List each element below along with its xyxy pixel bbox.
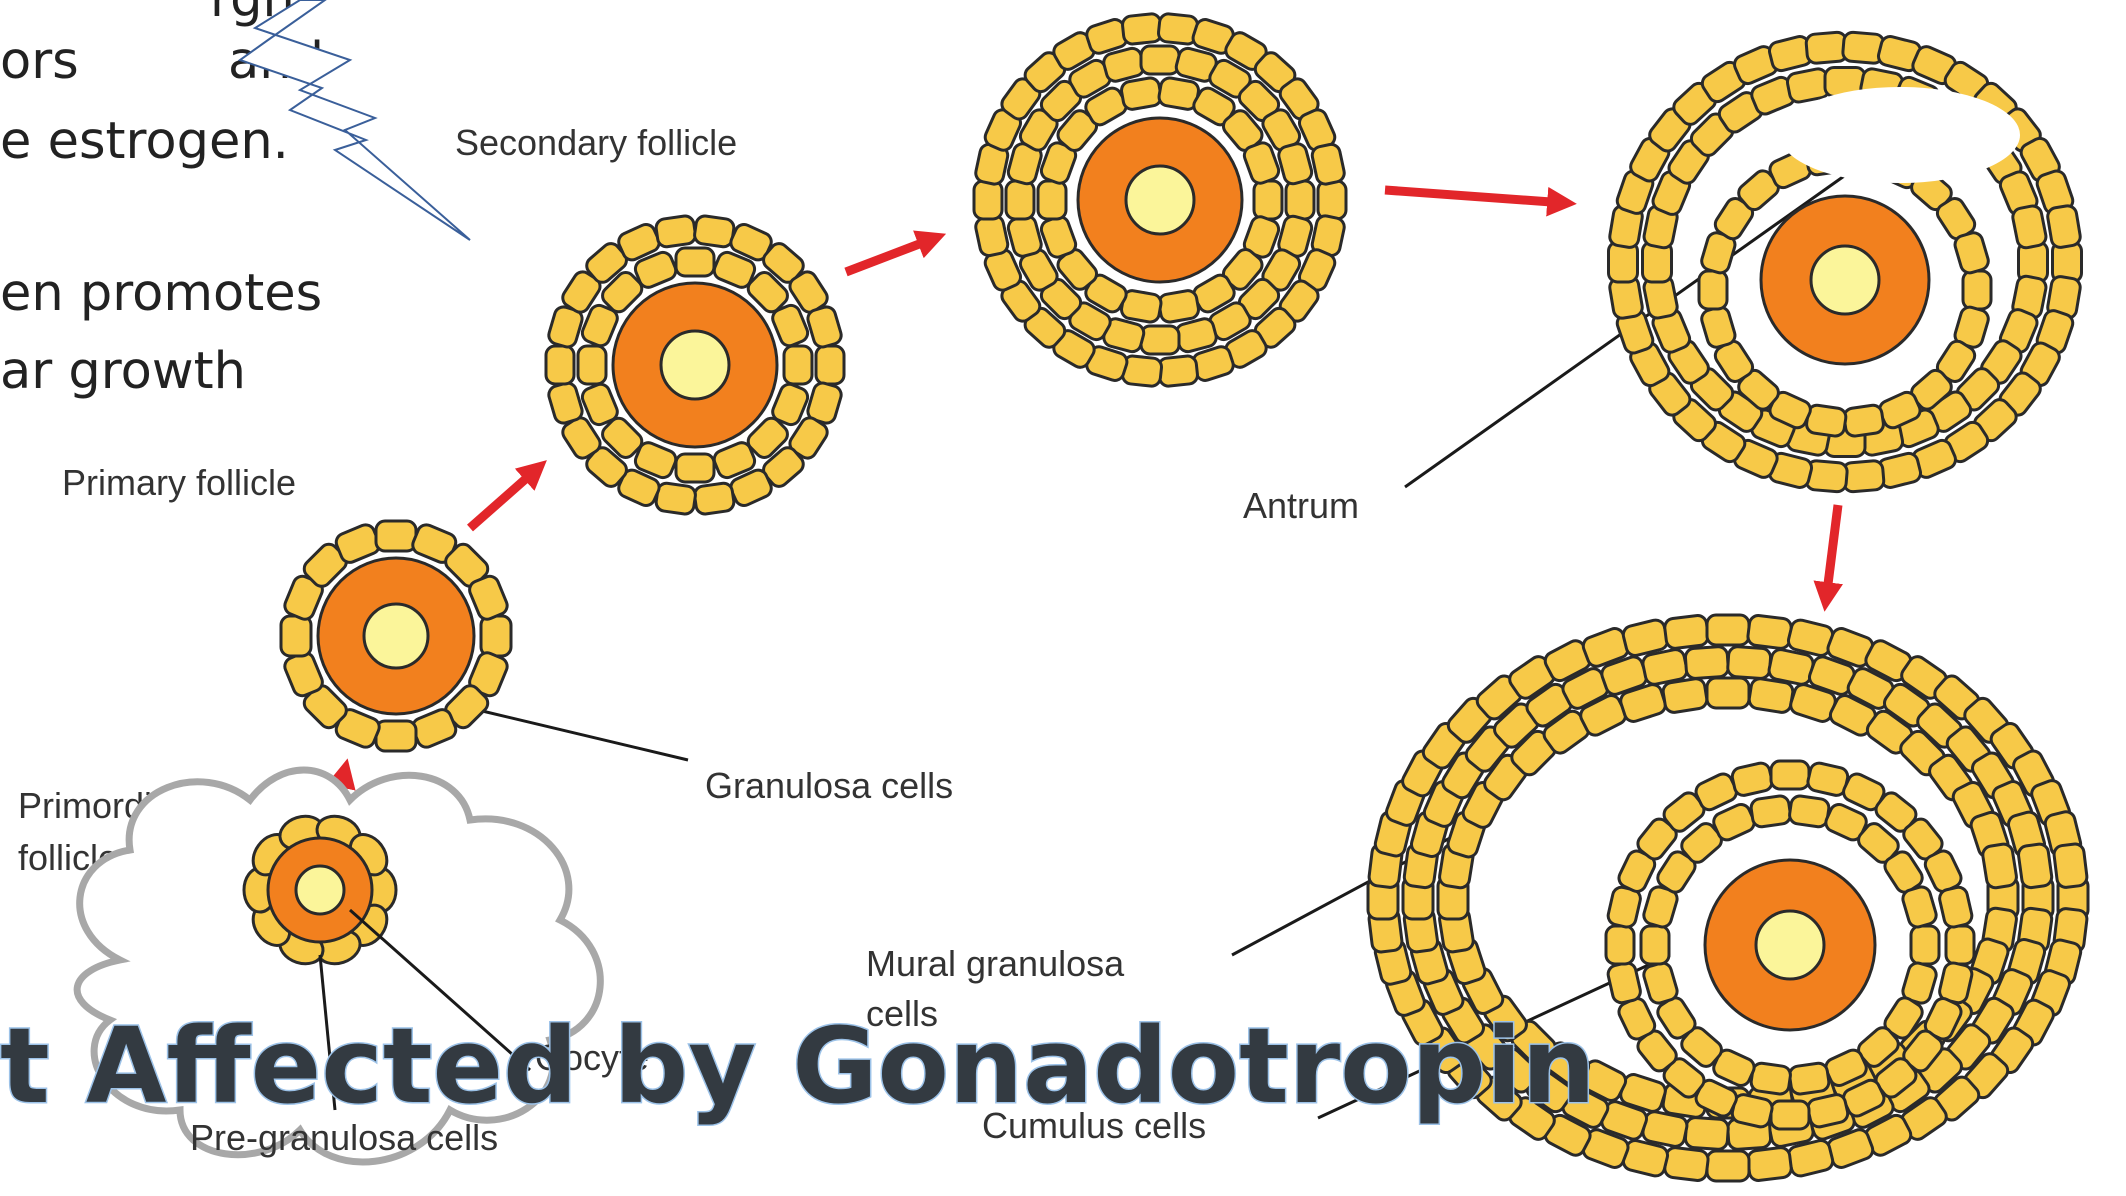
granulosa-cell [1842,460,1884,492]
granulosa-cell [1606,961,1642,1004]
granulosa-cell [1685,646,1729,679]
granulosa-cell [1642,961,1680,1005]
granulosa-cell [1938,886,1974,929]
antrum-cavity [1780,87,2020,183]
oocyte [296,866,344,914]
granulosa-cell [1700,305,1738,349]
granulosa-cell [1788,795,1830,828]
granulosa-cell [1843,404,1885,437]
label-antrum: Antrum [1243,485,1359,526]
granulosa-cell [974,181,1002,219]
granulosa-cell [481,616,511,656]
granulosa-cell [1707,678,1749,708]
oocyte [1126,166,1194,234]
oocyte [1756,911,1824,979]
granulosa-cell [376,721,416,751]
granulosa-cell [974,214,1009,257]
granulosa-cell [1254,181,1282,219]
granulosa-cell [1707,1151,1749,1181]
primary-follicle [281,521,511,751]
granulosa-cell [1120,77,1162,111]
granulosa-cell [1277,142,1314,186]
granulosa-cell [816,346,844,384]
label-mural-granulosa: Mural granulosa [866,943,1125,984]
granulosa-cell [1750,1062,1792,1095]
granulosa-cell [578,346,606,384]
granulosa-cell [1038,181,1066,219]
granulosa-cell [1664,1147,1709,1182]
granulosa-cell [281,616,311,656]
granulosa-cell [2017,843,2052,889]
granulosa-cell [1318,181,1346,219]
granulosa-cell [1664,615,1709,650]
granulosa-cell [1141,46,1179,74]
granulosa-cell [1685,1117,1729,1150]
granulosa-cell [1953,231,1991,275]
granulosa-cell [1911,926,1939,964]
granulosa-cell [1006,181,1034,219]
red-arrow [1826,505,1838,600]
granulosa-cell [2046,204,2081,248]
granulosa-cell [1806,32,1848,64]
granulosa-cell [1286,181,1314,219]
granulosa-cell [1699,271,1727,309]
label-granulosa-cells: Granulosa cells [705,765,953,806]
granulosa-cell [693,215,735,248]
secondary-follicle [546,215,844,515]
oocyte [364,604,428,668]
granulosa-cell [1606,926,1634,964]
granulosa-cell [1006,214,1043,258]
granulosa-cell [784,346,812,384]
granulosa-cell [676,248,714,276]
label-secondary-follicle: Secondary follicle [455,122,737,163]
granulosa-cell [1641,926,1669,964]
granulosa-cell [1750,795,1792,828]
granulosa-cell [655,215,697,248]
granulosa-cell [1963,271,1991,309]
granulosa-cell [1158,289,1200,323]
granulosa-cell [1747,1147,1792,1182]
granulosa-cell [1707,615,1749,645]
lightning-bolt-shape [240,0,470,240]
granulosa-cell [1946,926,1974,964]
granulosa-cell [1901,885,1939,929]
oocyte [661,331,729,399]
granulosa-cell [1771,761,1809,789]
granulosa-cell [2011,204,2047,249]
granulosa-cell [1158,355,1199,387]
preantral-follicle [974,13,1346,387]
granulosa-cell [1727,646,1771,679]
granulosa-cell [676,454,714,482]
granulosa-cell [693,482,735,515]
granulosa-cell [806,305,844,349]
granulosa-cell [1748,677,1794,713]
granulosa-cell [1141,326,1179,354]
granulosa-cell [376,521,416,551]
slide-headline: t Affected by Gonadotropin [0,1005,1596,1127]
red-arrow [470,468,538,528]
granulosa-cell [1747,615,1792,650]
early-antral-follicle [1608,32,2081,493]
granulosa-cell [1731,761,1774,797]
granulosa-cell [1788,1062,1830,1095]
granulosa-cell [1771,1101,1809,1129]
red-arrow [1385,190,1565,203]
granulosa-cell [1311,143,1346,186]
granulosa-cell [1982,843,2018,889]
granulosa-cell [2053,843,2088,888]
oocyte [1811,246,1879,314]
granulosa-cell [547,381,585,425]
granulosa-cell [655,482,697,515]
granulosa-leader-line [478,710,688,760]
granulosa-cell [546,346,574,384]
label-primary-follicle: Primary follicle [62,462,296,503]
granulosa-cell [1122,13,1163,45]
granulosa-cell [1662,677,1708,713]
red-arrow [846,238,935,272]
